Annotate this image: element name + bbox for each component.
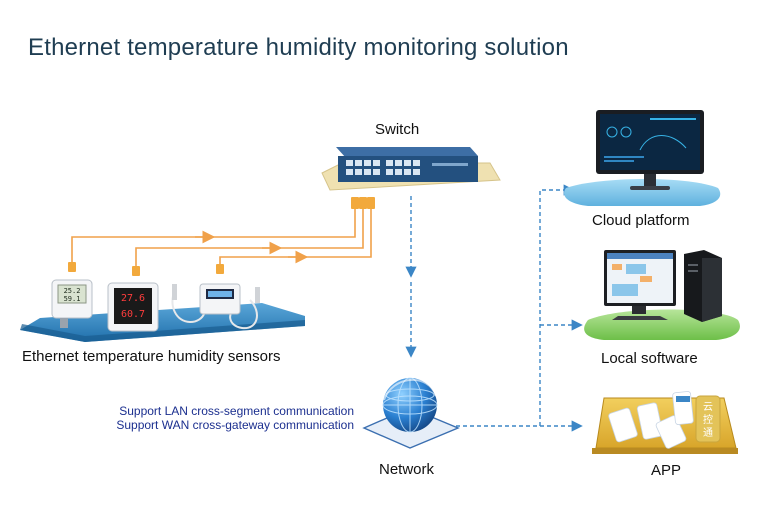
network-links: [405, 184, 583, 432]
wire-sensor-2: [135, 207, 364, 270]
app-label: APP: [651, 462, 682, 479]
sensor-device-2: 27.6 60.7: [107, 282, 159, 332]
sensor-device-3: [171, 283, 260, 330]
desktop-computer-icon: [584, 250, 740, 340]
sensor2-reading-2: 60.7: [121, 309, 145, 320]
sensor2-reading-1: 27.6: [121, 293, 145, 304]
ethernet-plugs: [68, 197, 375, 276]
monitor-icon: [564, 110, 721, 206]
sensor1-reading-1: 25.2: [64, 287, 81, 295]
app-char-2: 控: [703, 413, 713, 426]
app-char-3: 通: [703, 427, 713, 439]
switch-label: Switch: [375, 121, 420, 138]
sensor1-reading-2: 59.1: [64, 295, 81, 303]
cloud-platform-label: Cloud platform: [592, 212, 690, 229]
support-lan-note: Support LAN cross-segment communication: [119, 404, 354, 418]
local-software-label: Local software: [601, 350, 698, 367]
network-label: Network: [379, 461, 435, 478]
network-switch-icon: [321, 147, 501, 191]
page-title: Ethernet temperature humidity monitoring…: [28, 34, 569, 61]
sensors-group: 25.2 59.1 27.6 60.7: [20, 279, 305, 342]
mobile-app-icon: 云 控 通: [592, 391, 738, 454]
app-char-1: 云: [703, 402, 713, 413]
support-wan-note: Support WAN cross-gateway communication: [116, 418, 354, 432]
ethernet-wires: [71, 207, 372, 270]
sensors-label: Ethernet temperature humidity sensors: [22, 348, 281, 365]
globe-icon: [362, 377, 460, 449]
sensor-device-1: 25.2 59.1: [51, 279, 93, 328]
network-support-notes: Support LAN cross-segment communication …: [38, 404, 354, 432]
